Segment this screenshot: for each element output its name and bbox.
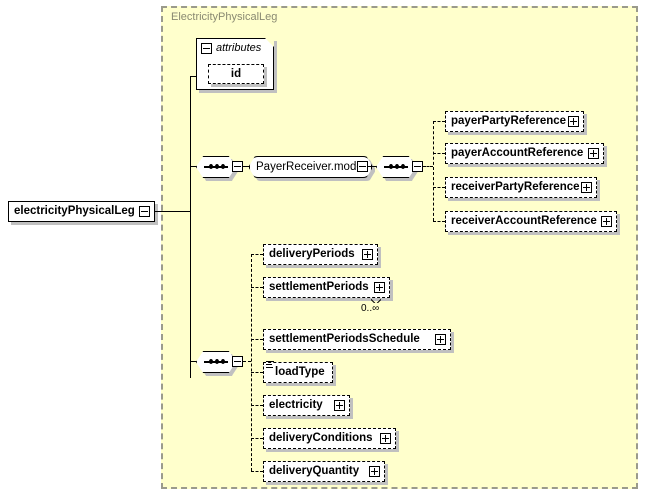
model-group-collapse-icon[interactable] [357, 161, 368, 172]
expand-icon[interactable] [362, 249, 373, 260]
root-collapse-icon[interactable] [139, 206, 150, 217]
element-settlementPeriodsSchedule[interactable]: settlementPeriodsSchedule [263, 329, 451, 350]
element-label: receiverAccountReference [451, 215, 597, 227]
connector-main-branch-5 [251, 405, 263, 406]
model-group-wrap: PayerReceiver.model [249, 156, 372, 178]
element-label: deliveryConditions [269, 432, 373, 444]
connector-root-horizontal [155, 211, 190, 212]
expand-icon[interactable] [369, 466, 380, 477]
sequence-icon-payer-right-wrap [376, 156, 416, 178]
sequence-dots-main [204, 359, 228, 364]
connector-main-stub [243, 361, 251, 362]
model-group-label: PayerReceiver.model [256, 161, 366, 173]
element-label: receiverPartyReference [451, 181, 580, 193]
expand-icon[interactable] [588, 148, 599, 159]
connector-payer-branch-3 [433, 187, 445, 188]
sequence-left-collapse-icon[interactable] [232, 161, 243, 172]
model-group-box[interactable]: PayerReceiver.model [249, 156, 372, 178]
connector-main-trunk [251, 254, 252, 471]
element-deliveryConditions[interactable]: deliveryConditions [263, 428, 396, 449]
element-label: electricity [269, 399, 323, 411]
connector-model-to-seqright [368, 166, 378, 167]
root-element-node[interactable]: electricityPhysicalLeg [8, 201, 155, 222]
element-label: deliveryQuantity [269, 465, 360, 477]
expand-icon[interactable] [601, 216, 612, 227]
connector-seqleft-to-model [243, 166, 251, 167]
connector-main-branch-7 [251, 471, 263, 472]
expand-icon[interactable] [380, 433, 391, 444]
element-settlementPeriods[interactable]: settlementPeriods [263, 277, 390, 298]
sequence-dots-right [384, 164, 408, 169]
attribute-id-label: id [230, 68, 242, 80]
attribute-id-node[interactable]: id [208, 64, 264, 84]
element-electricity[interactable]: electricity [263, 395, 350, 416]
element-loadType[interactable]: loadType [263, 361, 333, 383]
connector-main-branch-2 [251, 287, 263, 288]
root-element-label: electricityPhysicalLeg [14, 205, 135, 217]
sequence-main-collapse-icon[interactable] [232, 356, 243, 367]
connector-payer-branch-1 [433, 121, 445, 122]
element-label: payerAccountReference [451, 147, 584, 159]
connector-main-branch-4 [251, 372, 263, 373]
simple-type-icon [266, 361, 274, 370]
connector-root-trunk [190, 166, 191, 378]
element-deliveryPeriods[interactable]: deliveryPeriods [263, 244, 378, 265]
occurrence-label-settlementPeriods: 0..∞ [361, 303, 380, 314]
sequence-icon-main-wrap [196, 351, 236, 373]
element-deliveryQuantity[interactable]: deliveryQuantity [263, 461, 385, 482]
connector-payer-stub [423, 166, 433, 167]
sequence-right-collapse-icon[interactable] [412, 161, 423, 172]
attributes-tab-notch [265, 38, 274, 47]
element-receiverAccountReference[interactable]: receiverAccountReference [445, 211, 617, 232]
element-receiverPartyReference[interactable]: receiverPartyReference [445, 177, 597, 198]
expand-icon[interactable] [374, 282, 385, 293]
element-label: settlementPeriodsSchedule [269, 333, 420, 345]
connector-payer-branch-2 [433, 153, 445, 154]
element-payerPartyReference[interactable]: payerPartyReference [445, 111, 584, 132]
connector-attributes-vertical [190, 76, 191, 166]
element-label: payerPartyReference [451, 115, 567, 127]
connector-payer-branch-4 [433, 221, 445, 222]
expand-icon[interactable] [435, 334, 446, 345]
sequence-dots-left [204, 164, 228, 169]
sequence-icon-payer-left-wrap [196, 156, 236, 178]
expand-icon[interactable] [581, 182, 592, 193]
element-label: settlementPeriods [269, 281, 369, 293]
connector-main-branch-6 [251, 438, 263, 439]
complex-type-title: ElectricityPhysicalLeg [171, 11, 278, 23]
attributes-collapse-icon[interactable] [201, 43, 212, 54]
element-payerAccountReference[interactable]: payerAccountReference [445, 143, 604, 164]
connector-attributes-horizontal [190, 76, 197, 77]
expand-icon[interactable] [334, 400, 345, 411]
connector-payer-trunk [433, 121, 434, 221]
attributes-group-label: attributes [216, 42, 262, 54]
element-label: loadType [275, 366, 325, 378]
connector-main-branch-3 [251, 339, 263, 340]
connector-main-branch-1 [251, 254, 263, 255]
expand-icon[interactable] [568, 116, 579, 127]
element-label: deliveryPeriods [269, 248, 355, 260]
